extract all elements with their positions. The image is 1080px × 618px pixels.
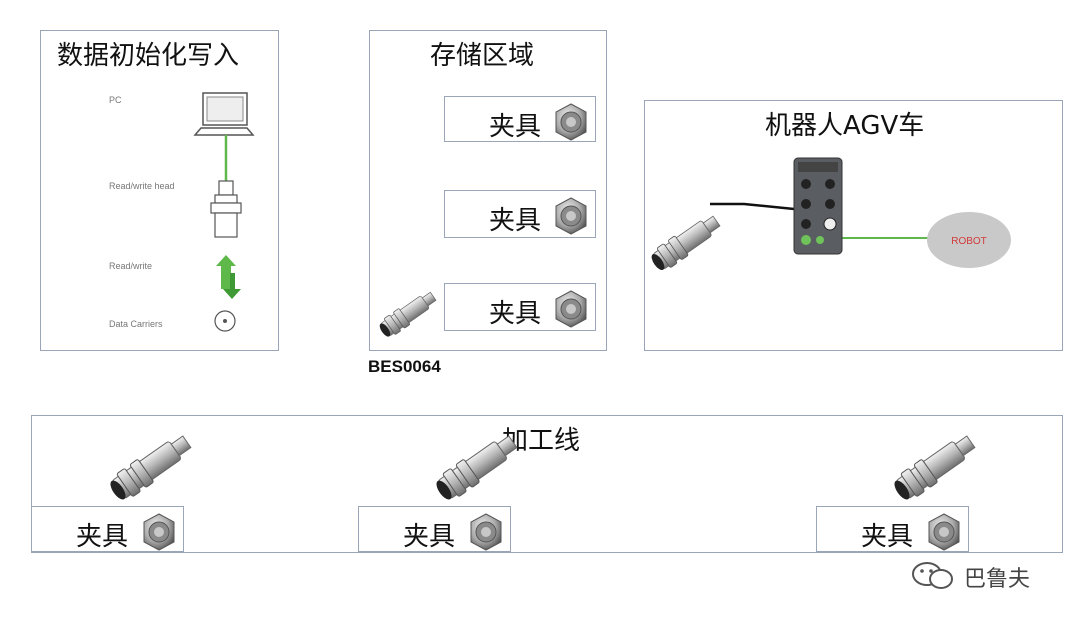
robot-icon [927,212,1011,268]
line-sensor-2-icon [431,429,522,505]
fixture-label: 夹具 [489,299,542,329]
line-sensor-1-icon [105,429,196,505]
data-carrier-icon [214,310,236,332]
data-init-title: 数据初始化写入 [57,41,240,71]
line-fixture-2: 夹具 [358,506,511,552]
nut-icon [143,513,175,551]
watermark-text: 巴鲁夫 [964,567,1031,592]
data-init-panel: 数据初始化写入 PC Read/write head Read/write Da… [40,30,279,351]
fixture-label: 夹具 [76,522,129,552]
data-carriers-label: Data Carriers [109,319,163,329]
wechat-icon [912,562,953,589]
robot-label: ROBOT [951,236,987,247]
fixture-label: 夹具 [861,522,914,552]
read-write-head-label: Read/write head [109,181,175,191]
pc-icon [193,92,255,136]
storage-fixture-2: 夹具 [444,190,596,238]
fixture-label: 夹具 [489,112,542,142]
read-write-label: Read/write [109,261,153,271]
nut-icon [555,197,587,235]
data-init-diagram [193,92,255,332]
line-sensor-3-icon [889,429,980,505]
storage-sensor-icon [376,287,440,341]
processing-line-title: 加工线 [502,426,581,456]
storage-title: 存储区域 [430,41,535,71]
nut-icon [555,103,587,141]
black-cable [710,202,805,212]
agv-diagram: ROBOT [647,157,1011,275]
line-fixture-3: 夹具 [816,506,969,552]
line-fixture-1: 夹具 [31,506,184,552]
sensor-model-label: BES0064 [368,357,441,376]
fixture-label: 夹具 [489,206,542,236]
io-module-icon [793,157,843,255]
pc-label: PC [109,95,122,105]
agv-sensor-icon [647,210,724,275]
nut-icon [470,513,502,551]
read-write-arrows-icon [216,255,241,299]
agv-title: 机器人AGV车 [765,111,925,141]
nut-icon [928,513,960,551]
storage-fixture-1: 夹具 [444,96,596,142]
read-write-head-icon [210,180,242,238]
storage-fixture-3: 夹具 [444,283,596,331]
fixture-label: 夹具 [403,522,456,552]
nut-icon [555,290,587,328]
